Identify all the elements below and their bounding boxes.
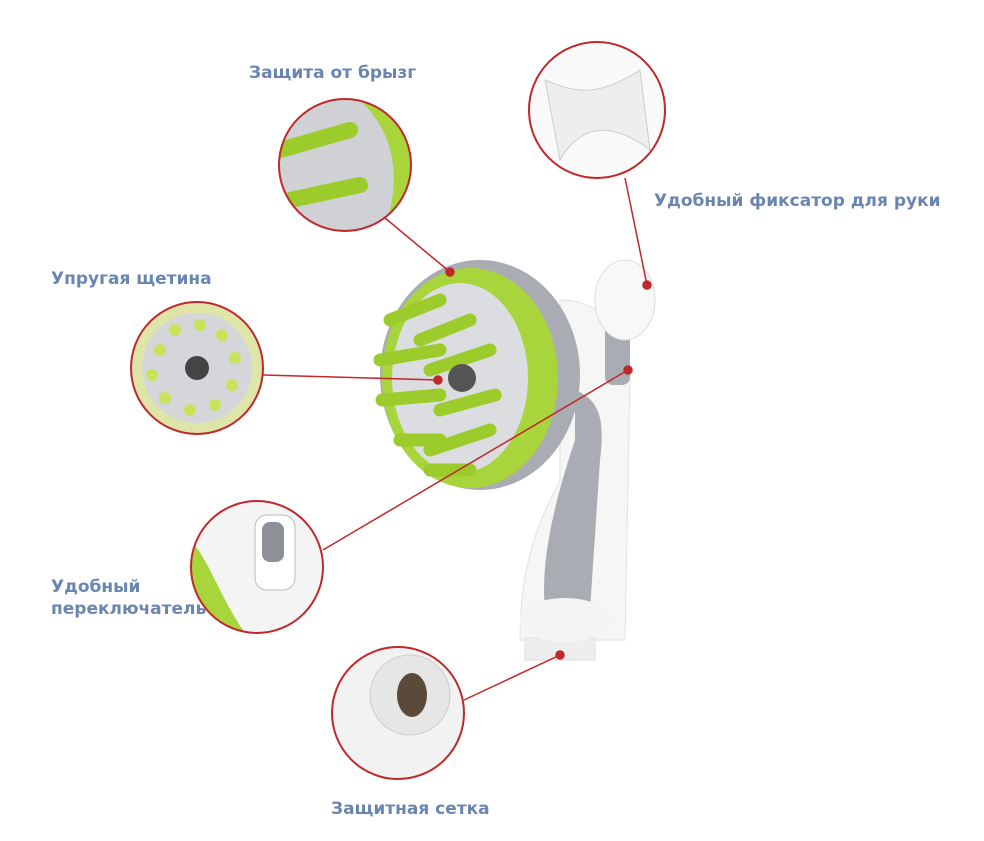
label-mesh: Защитная сетка <box>331 799 490 819</box>
label-switch-line2: переключатель <box>51 599 207 619</box>
label-switch-line1: Удобный <box>51 577 141 597</box>
detail-splash-guard <box>278 98 412 232</box>
label-switch: Удобный переключатель <box>51 576 206 620</box>
label-bristles: Упругая щетина <box>51 269 212 289</box>
detail-bristles <box>130 301 264 435</box>
label-splash-guard: Защита от брызг <box>249 63 417 83</box>
shower-brush <box>373 259 656 661</box>
callout-lines <box>262 177 652 701</box>
detail-hand-holder <box>528 41 666 179</box>
detail-switch <box>190 500 324 634</box>
label-hand-holder: Удобный фиксатор для руки <box>654 191 941 211</box>
detail-mesh <box>331 646 465 780</box>
